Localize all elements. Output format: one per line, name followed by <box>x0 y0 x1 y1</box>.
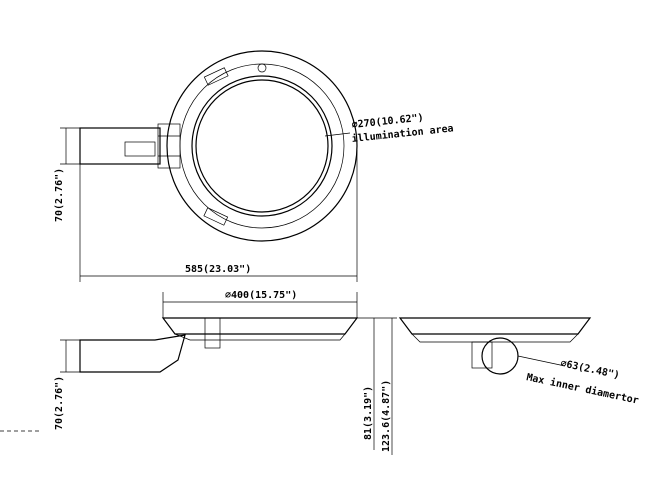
pole-socket <box>481 337 519 375</box>
end-view: ⌀63(2.48") Max inner diamertor <box>398 317 640 407</box>
arm-bracket <box>124 141 156 157</box>
width-dim-label: 585(23.03") <box>185 264 251 275</box>
body-height-label: 81(3.19") <box>363 386 374 440</box>
side-arm-height-label: 70(2.76") <box>54 376 65 430</box>
side-view: ⌀400(15.75") 70(2.76") 81(3.19") 123.6(4… <box>0 290 397 455</box>
arm-joint <box>157 123 181 169</box>
top-clip <box>203 67 229 86</box>
top-arm-height-label: 70(2.76") <box>54 168 65 222</box>
diameter-dim-label: ⌀400(15.75") <box>225 290 297 301</box>
sensor-icon <box>257 63 267 73</box>
mounting-arm <box>79 127 161 165</box>
pole-note-label: Max inner diamertor <box>525 371 639 407</box>
end-body <box>398 317 592 335</box>
end-bracket <box>471 341 493 369</box>
pole-dim-label: ⌀63(2.48") <box>559 358 620 381</box>
luminaire-body <box>161 317 359 335</box>
outer-housing <box>166 50 358 242</box>
lens <box>195 79 329 213</box>
bottom-clip <box>203 207 229 226</box>
housing-ring <box>179 63 345 229</box>
top-view: ⌀270(10.62") illumination area 585(23.03… <box>54 50 454 282</box>
total-height-label: 123.6(4.87") <box>381 380 392 452</box>
side-clip <box>204 317 221 349</box>
illumination-ring <box>191 75 333 217</box>
side-arm <box>79 334 186 373</box>
